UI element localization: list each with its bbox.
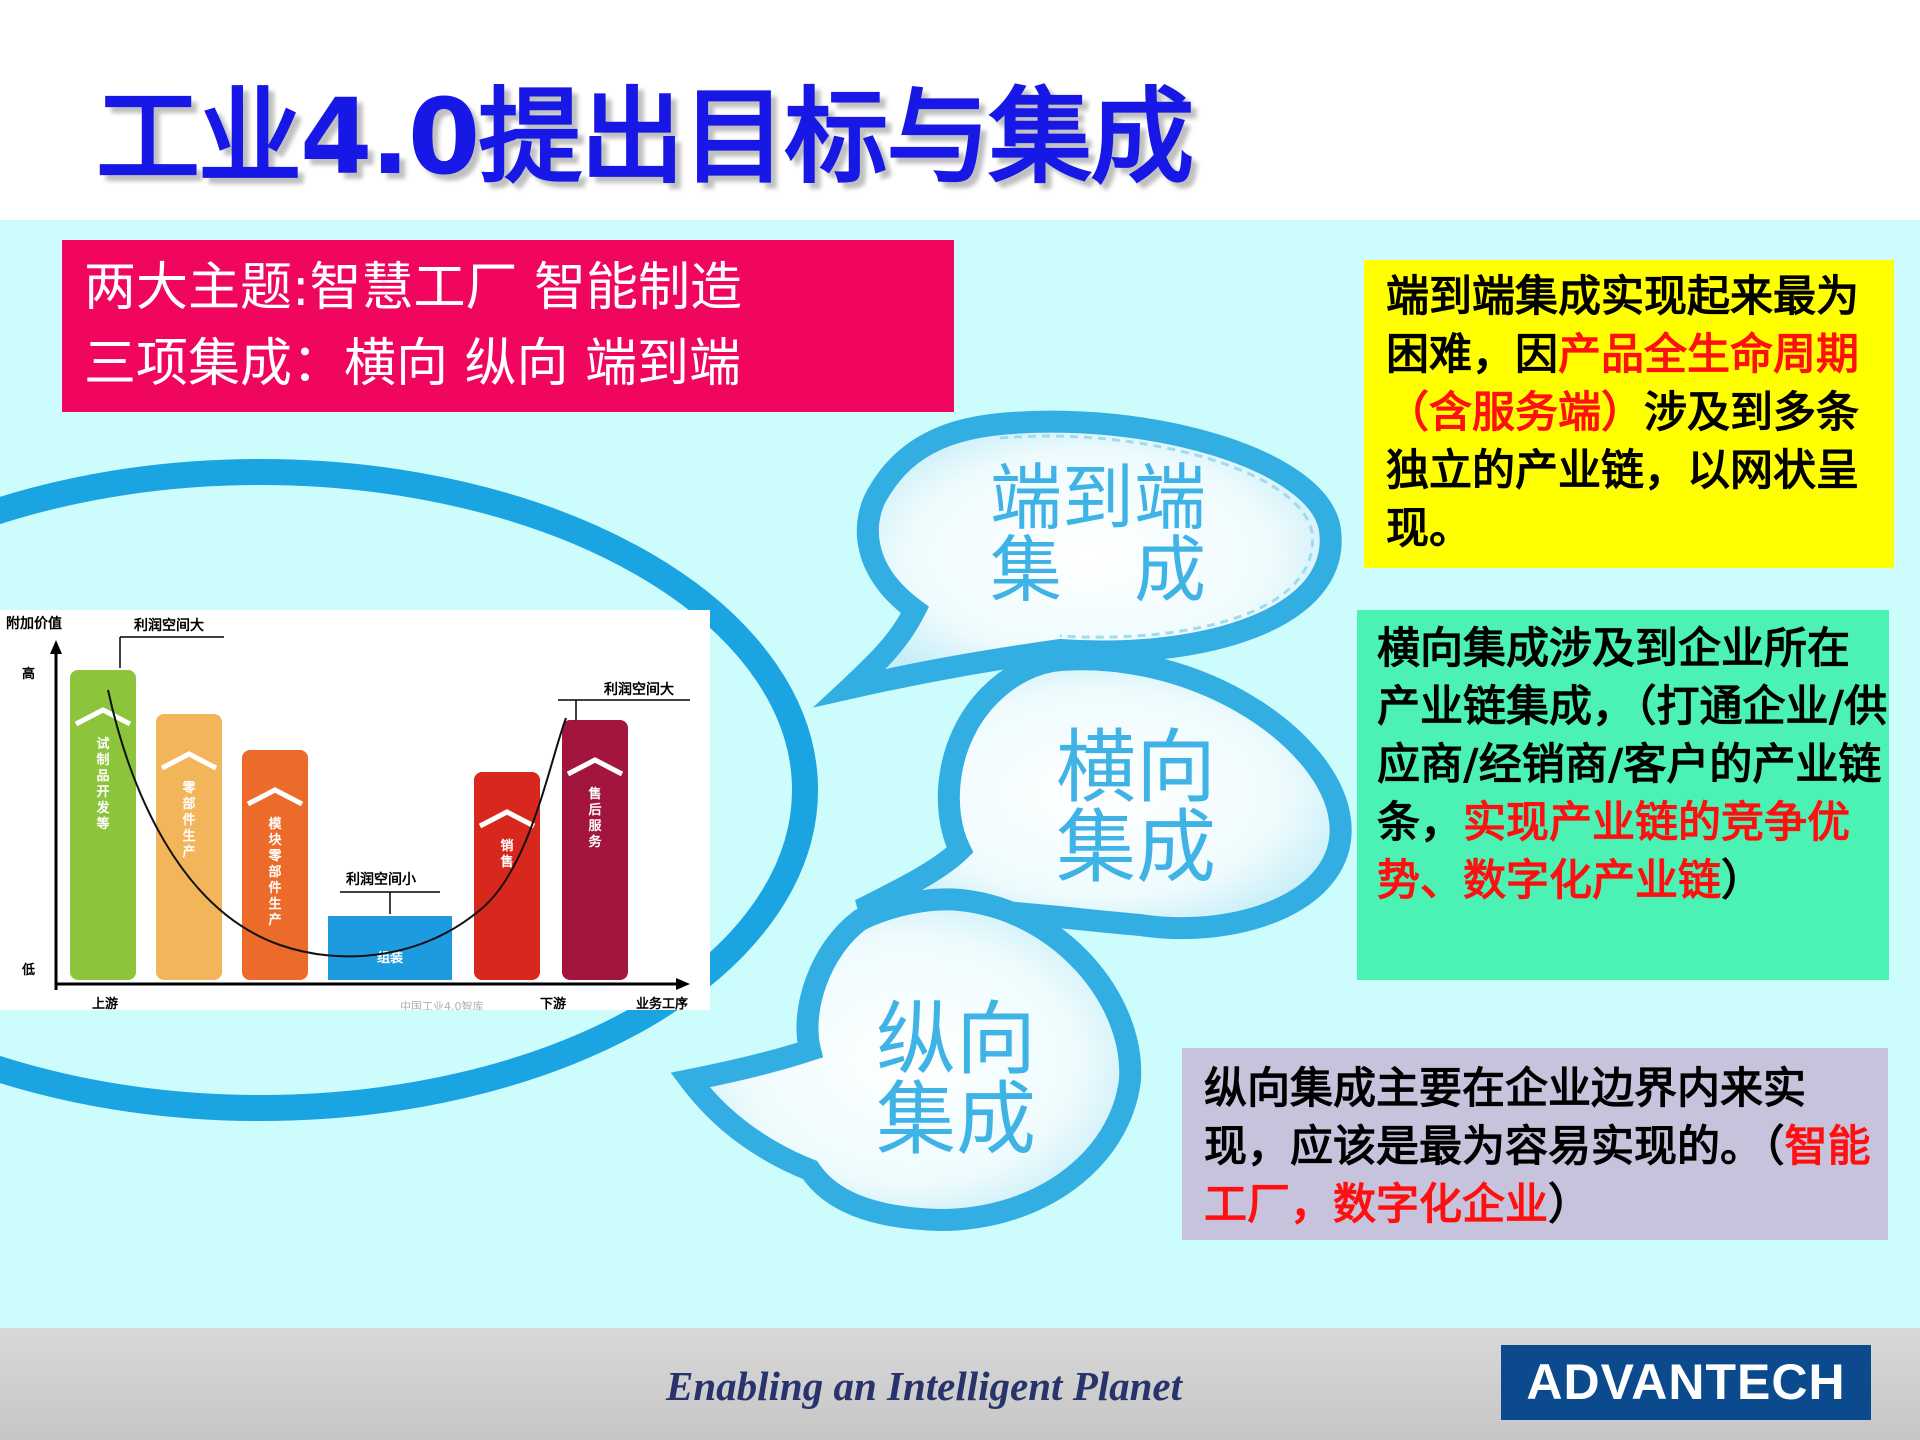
y-axis-label: 附加价值 xyxy=(6,615,62,632)
smile-bar-5 xyxy=(474,772,540,980)
profit-small: 利润空间小 xyxy=(346,871,416,888)
bubble-end-to-end xyxy=(812,410,1342,708)
smile-bar-label-1: 试制品开发等 xyxy=(95,736,110,832)
y-axis-arrow xyxy=(50,640,62,654)
smile-bar-chevron-3 xyxy=(246,787,304,807)
smile-curve-svg: 附加价值 高 低 上游 下游 业务工序 中国工业4.0智库 利润空间大 利润空间… xyxy=(6,615,690,1010)
bubble-horizontal-label: 横向 集成 xyxy=(1056,721,1216,894)
smile-bar-chevron-2 xyxy=(160,751,218,771)
note-vertical: 纵向集成主要在企业边界内来实现，应该是最为容易实现的。（智能工厂，数字化企业） xyxy=(1182,1048,1888,1240)
footer-tagline: Enabling an Intelligent Planet xyxy=(666,1363,1183,1409)
bubble-vertical-label: 纵向 集成 xyxy=(876,993,1036,1166)
smile-bar-1 xyxy=(70,670,136,980)
summary-line-themes: 两大主题:智慧工厂 智能制造 xyxy=(84,258,743,318)
profit-big-left: 利润空间大 xyxy=(134,617,204,634)
smile-bar-label-2: 零部件生产 xyxy=(181,781,196,860)
summary-box: 两大主题:智慧工厂 智能制造 三项集成：横向 纵向 端到端 xyxy=(62,240,954,412)
profit-big-right: 利润空间大 xyxy=(604,681,674,698)
smile-bar-chevron-1 xyxy=(74,707,132,727)
note-horizontal: 横向集成涉及到企业所在产业链集成，（打通企业/供应商/经销商/客户的产业链条，实… xyxy=(1357,610,1889,980)
x-axis-arrow xyxy=(676,978,690,990)
smile-bar-chevron-5 xyxy=(478,809,536,829)
bubble-vertical xyxy=(670,888,1142,1232)
downstream-label: 下游 xyxy=(540,996,566,1010)
smile-bar-2 xyxy=(156,714,222,980)
high-label: 高 xyxy=(22,666,35,682)
smile-bar-4 xyxy=(328,916,452,980)
upstream-label: 上游 xyxy=(92,996,118,1010)
smile-curve-image: 附加价值 高 低 上游 下游 业务工序 中国工业4.0智库 利润空间大 利润空间… xyxy=(0,610,710,1010)
watermark: 中国工业4.0智库 xyxy=(400,999,484,1010)
big-ellipse xyxy=(0,459,818,1121)
smile-bar-label-5: 销售 xyxy=(500,838,513,870)
advantech-logo: ADVANTECH xyxy=(1501,1345,1871,1420)
summary-line-integrations: 三项集成：横向 纵向 端到端 xyxy=(84,334,742,394)
smile-bar-6 xyxy=(562,720,628,980)
smile-bar-label-3: 模块零部件生产 xyxy=(267,816,282,928)
smile-bar-label-6: 售后服务 xyxy=(588,786,602,850)
bubble-end-to-end-label: 端到端 集 成 xyxy=(990,456,1207,612)
decor-shapes xyxy=(0,410,1352,1232)
note-end-to-end: 端到端集成实现起来最为困难，因产品全生命周期（含服务端）涉及到多条独立的产业链，… xyxy=(1364,260,1894,568)
low-label: 低 xyxy=(21,962,35,978)
smile-curve-line xyxy=(107,689,567,958)
smile-bar-3 xyxy=(242,750,308,980)
x-axis-label: 业务工序 xyxy=(636,996,688,1010)
smile-bar-chevron-6 xyxy=(566,757,624,777)
slide-title: 工业4.0提出目标与集成 xyxy=(96,76,1194,198)
